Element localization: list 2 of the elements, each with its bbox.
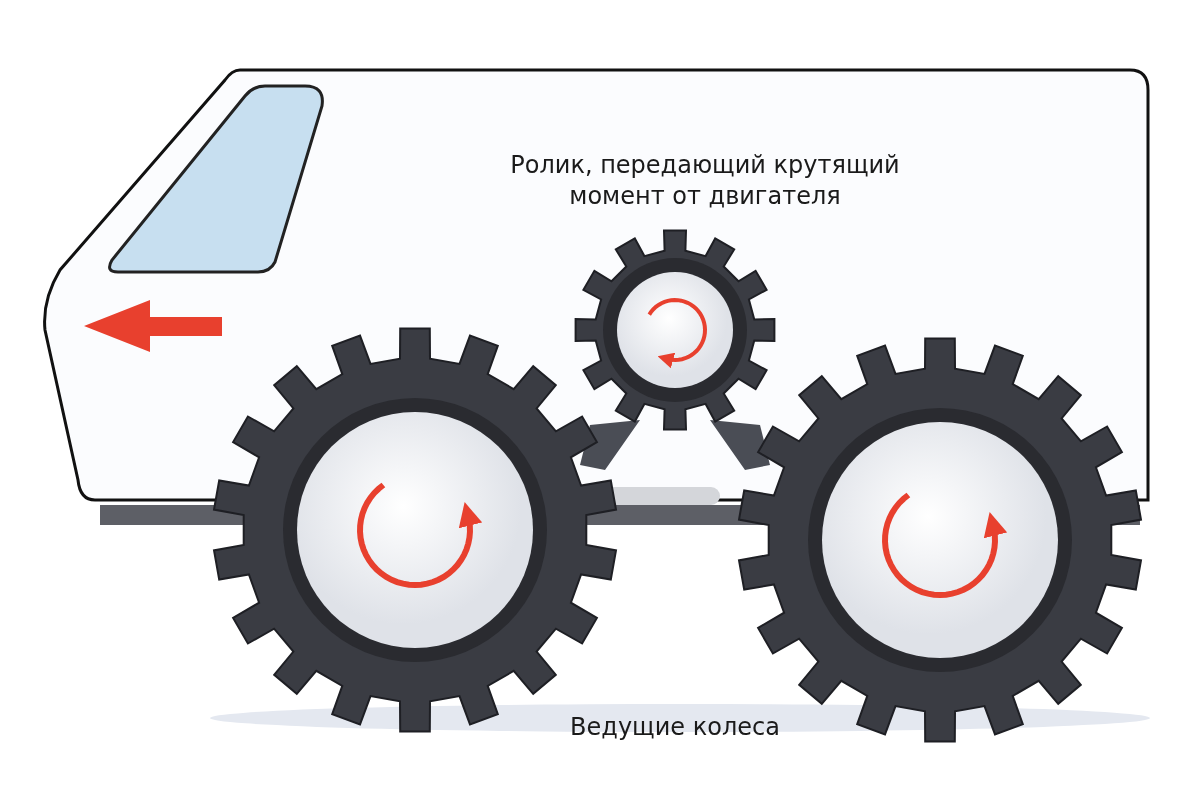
annotation-text: Ведущие колеса: [569, 712, 781, 743]
annotation-text: Ролик, передающий крутящий момент от двигателя: [509, 150, 901, 213]
